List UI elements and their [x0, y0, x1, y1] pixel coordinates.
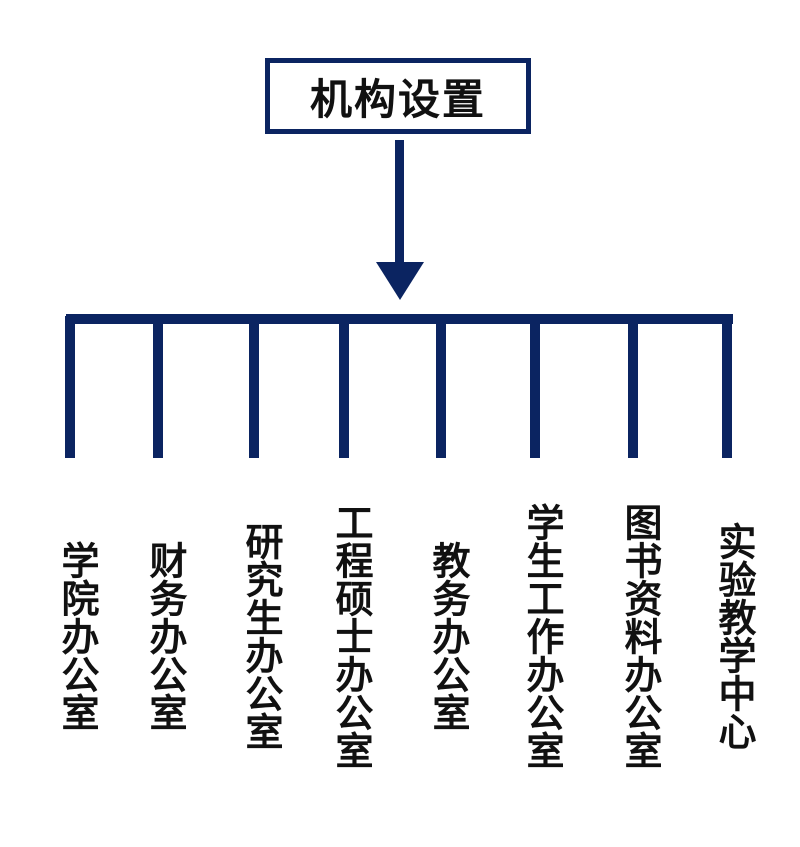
horizontal-bus [66, 314, 733, 324]
title-stem [395, 140, 404, 264]
branch-line [65, 316, 75, 458]
page-title: 机构设置 [309, 74, 486, 124]
department-label: 教务办公室 [426, 541, 470, 731]
branch-line [436, 316, 446, 458]
department-label: 实验教学中心 [712, 522, 756, 750]
department-label: 工程硕士办公室 [329, 503, 373, 769]
department-label: 研究生办公室 [239, 522, 283, 750]
branch-line [249, 316, 259, 458]
arrow-head-icon [376, 262, 424, 300]
department-label: 财务办公室 [143, 541, 187, 731]
department-label: 学生工作办公室 [520, 503, 564, 769]
branch-line [153, 316, 163, 458]
department-label: 学院办公室 [55, 541, 99, 731]
branch-line [339, 316, 349, 458]
branch-line [628, 316, 638, 458]
branch-line [722, 316, 732, 458]
branch-line [530, 316, 540, 458]
department-label: 图书资料办公室 [618, 503, 662, 769]
branch-lines [65, 316, 732, 458]
title-box: 机构设置 [265, 58, 531, 134]
